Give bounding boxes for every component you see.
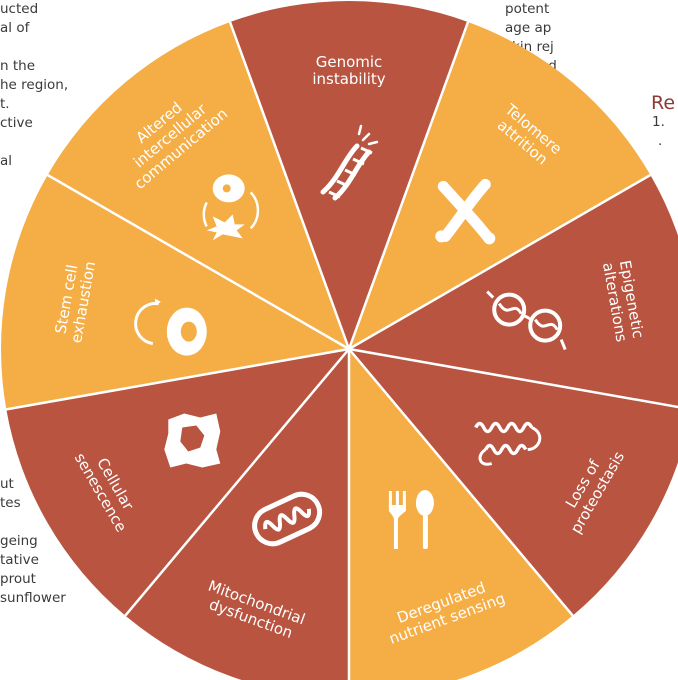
wheel-segment: [349, 22, 651, 349]
left-column-text: ucted al of n the he region, t. ctive al ut t…: [0, 0, 68, 608]
protein-icon: [474, 421, 542, 466]
segment-divider: [6, 347, 350, 411]
reference-item-line: 1.: [652, 114, 665, 130]
wheel-segment: [349, 349, 678, 616]
segment-label-line: Genomic: [316, 53, 383, 71]
wheel-segment: [1, 175, 350, 410]
references-heading: Re: [651, 92, 676, 114]
left-text-line: ctive: [0, 115, 33, 131]
segment-divider: [348, 173, 652, 351]
cell-communication-icon: [202, 174, 260, 241]
chromatin-icon: [486, 290, 567, 351]
left-text-line: prout: [0, 571, 36, 587]
wheel-segment: [349, 175, 678, 407]
wheel-segment: [349, 349, 573, 680]
left-text-line: al of: [0, 20, 30, 36]
left-text-line: tative: [0, 552, 39, 568]
right-text-line: potent: [505, 1, 550, 17]
segment-divider: [348, 347, 678, 409]
fork-spoon-icon: [388, 490, 434, 549]
left-text-line: ut: [0, 476, 14, 492]
left-text-line: n the: [0, 58, 36, 74]
references-list: 1..: [640, 113, 665, 151]
segment-divider: [347, 21, 470, 350]
left-text-line: al: [0, 153, 13, 169]
wheel-segment: [47, 22, 349, 349]
left-text-line: sunflower: [0, 590, 66, 606]
reference-item-line: .: [658, 133, 663, 149]
stem-cell-icon: [134, 298, 207, 356]
left-text-line: he region,: [0, 77, 69, 93]
right-text-line: age ap: [505, 20, 552, 36]
left-text-line: geing: [0, 533, 38, 549]
left-text-line: t.: [0, 96, 10, 112]
wheel-segment: [230, 1, 468, 350]
dna-icon: [320, 124, 379, 201]
chromosome-icon: [435, 178, 496, 245]
senescent-cell-icon: [164, 413, 221, 468]
segment-divider: [124, 348, 350, 617]
segment-divider: [46, 173, 350, 351]
segment-divider: [228, 21, 351, 350]
segment-divider: [348, 348, 574, 617]
left-text-line: tes: [0, 495, 21, 511]
left-text-line: ucted: [0, 1, 39, 17]
segment-label-line: instability: [312, 70, 385, 88]
mitochondrion-icon: [252, 491, 323, 547]
wheel-segment: [125, 349, 349, 680]
wheel-segment: [6, 349, 350, 616]
